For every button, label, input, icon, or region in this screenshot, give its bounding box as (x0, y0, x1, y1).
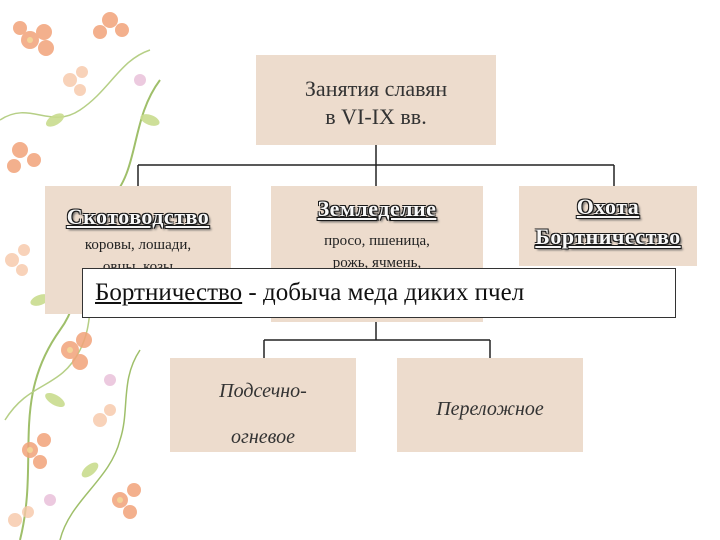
branch-title-hunting: Охота (576, 194, 640, 219)
description-line: рожь, ячмень, (332, 255, 422, 271)
root-node: Занятия славян в VI-IX вв. (256, 55, 496, 145)
farming-fallow: Переложное (397, 358, 583, 452)
farming-type-line: огневое (231, 426, 295, 448)
definition-callout: Бортничество - добыча меда диких пчел (82, 268, 676, 318)
definition-text: - добыча меда диких пчел (242, 279, 525, 306)
root-title-line1: Занятия славян (304, 76, 448, 101)
branch-title: Земледелие (317, 196, 437, 221)
description-line: просо, пшеница, (324, 233, 430, 249)
farming-type-line: Переложное (436, 398, 544, 420)
description-line: коровы, лошади, (84, 237, 192, 253)
farming-slash-and-burn: Подсечно- огневое (170, 358, 356, 452)
branch-description: просо, пшеница, рожь, ячмень, (271, 230, 483, 274)
definition-term: Бортничество (95, 279, 243, 306)
root-title-line2: в VI-IX вв. (325, 104, 427, 129)
branch-title: Скотоводство (66, 204, 210, 229)
farming-type-line: Подсечно- (219, 380, 307, 402)
branch-hunting-beekeeping: Охота Бортничество (519, 186, 697, 266)
branch-title-beekeeping: Бортничество (535, 224, 681, 249)
